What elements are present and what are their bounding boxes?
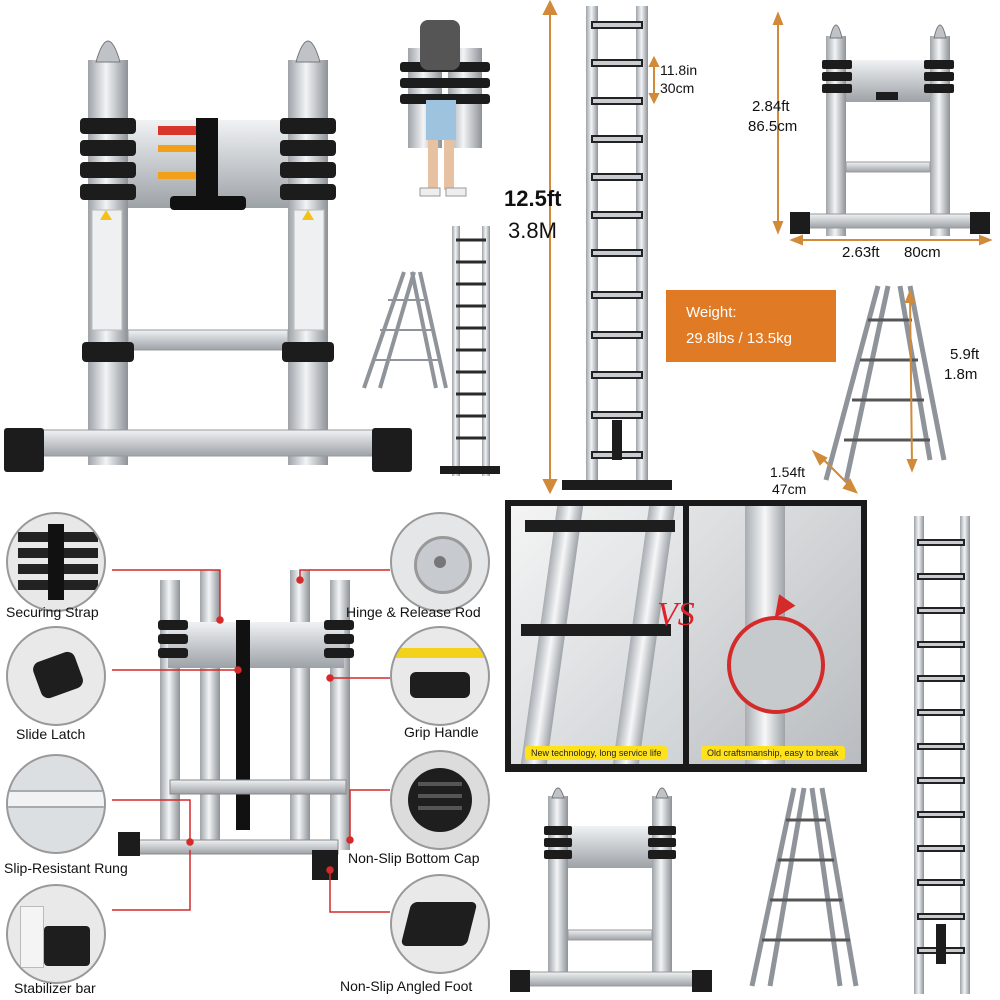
non-slip-bottom-cap-detail bbox=[390, 750, 490, 850]
weight-value: 29.8lbs / 13.5kg bbox=[686, 330, 792, 347]
a-frame-height-ft-label: 5.9ft bbox=[950, 346, 980, 363]
height-ft-label: 12.5ft bbox=[504, 186, 562, 211]
old-craftsmanship-caption: Old craftsmanship, easy to break bbox=[701, 746, 845, 760]
feature-a-frame-ladder bbox=[118, 570, 354, 880]
height-arrow bbox=[542, 0, 558, 495]
tall-ladder-right bbox=[914, 516, 970, 994]
non-slip-bottom-cap-label: Non-Slip Bottom Cap bbox=[348, 850, 480, 866]
non-slip-angled-foot-detail bbox=[390, 874, 490, 974]
hinge-release-rod-label: Hinge & Release Rod bbox=[346, 604, 481, 620]
folded-height-arrow bbox=[772, 11, 784, 235]
stabilizer-bar-detail bbox=[6, 884, 106, 984]
stabilizer-bar-label: Stabilizer bar bbox=[14, 980, 96, 996]
a-frame-ladder-dimensions bbox=[823, 285, 947, 483]
slip-resistant-rung-detail bbox=[6, 754, 106, 854]
folded-height-ft-label: 2.84ft bbox=[752, 98, 790, 115]
slip-resistant-rung-label: Slip-Resistant Rung bbox=[4, 860, 128, 876]
a-frame-spread-arrow bbox=[811, 449, 858, 494]
base-width-ft-label: 2.63ft bbox=[842, 244, 880, 261]
person-carrying-ladder bbox=[400, 20, 490, 197]
base-width-arrow bbox=[789, 234, 993, 246]
old-craftsmanship-photo bbox=[689, 506, 861, 764]
new-technology-caption: New technology, long service life bbox=[525, 746, 668, 760]
folded-ladder-main bbox=[4, 40, 412, 472]
weight-box: Weight: 29.8lbs / 13.5kg bbox=[666, 290, 836, 362]
height-m-label: 3.8M bbox=[508, 218, 557, 243]
a-frame-spread-cm-label: 47cm bbox=[772, 481, 807, 497]
rung-spacing-arrow bbox=[648, 55, 660, 105]
grip-handle-detail bbox=[390, 626, 490, 726]
callout-lines bbox=[112, 569, 390, 913]
non-slip-angled-foot-label: Non-Slip Angled Foot bbox=[340, 978, 473, 994]
slide-latch-label: Slide Latch bbox=[16, 726, 86, 742]
a-frame-ladder-bottom bbox=[749, 787, 859, 987]
rung-spacing-in-label: 11.8in bbox=[660, 62, 698, 78]
securing-strap-detail bbox=[6, 512, 106, 612]
vs-label: VS bbox=[657, 596, 695, 633]
weight-label: Weight: bbox=[686, 304, 737, 321]
small-a-frame-ladder bbox=[362, 271, 448, 389]
small-straight-ladder bbox=[440, 226, 500, 476]
rung-spacing-cm-label: 30cm bbox=[660, 80, 695, 96]
grip-handle-label: Grip Handle bbox=[404, 724, 479, 740]
tall-extended-ladder bbox=[562, 6, 672, 490]
folded-height-cm-label: 86.5cm bbox=[748, 118, 798, 135]
securing-strap-label: Securing Strap bbox=[6, 604, 99, 620]
hinge-release-rod-detail bbox=[390, 512, 490, 612]
comparison-panel: VS New technology, long service life Old… bbox=[505, 500, 867, 772]
new-technology-photo bbox=[511, 506, 683, 764]
slide-latch-detail bbox=[6, 626, 106, 726]
a-frame-height-arrow bbox=[904, 289, 918, 473]
folded-ladder-bottom bbox=[510, 787, 712, 992]
folded-ladder-dimensions bbox=[790, 24, 990, 236]
a-frame-spread-ft-label: 1.54ft bbox=[770, 464, 806, 480]
a-frame-height-m-label: 1.8m bbox=[944, 366, 978, 383]
base-width-cm-label: 80cm bbox=[904, 244, 941, 261]
